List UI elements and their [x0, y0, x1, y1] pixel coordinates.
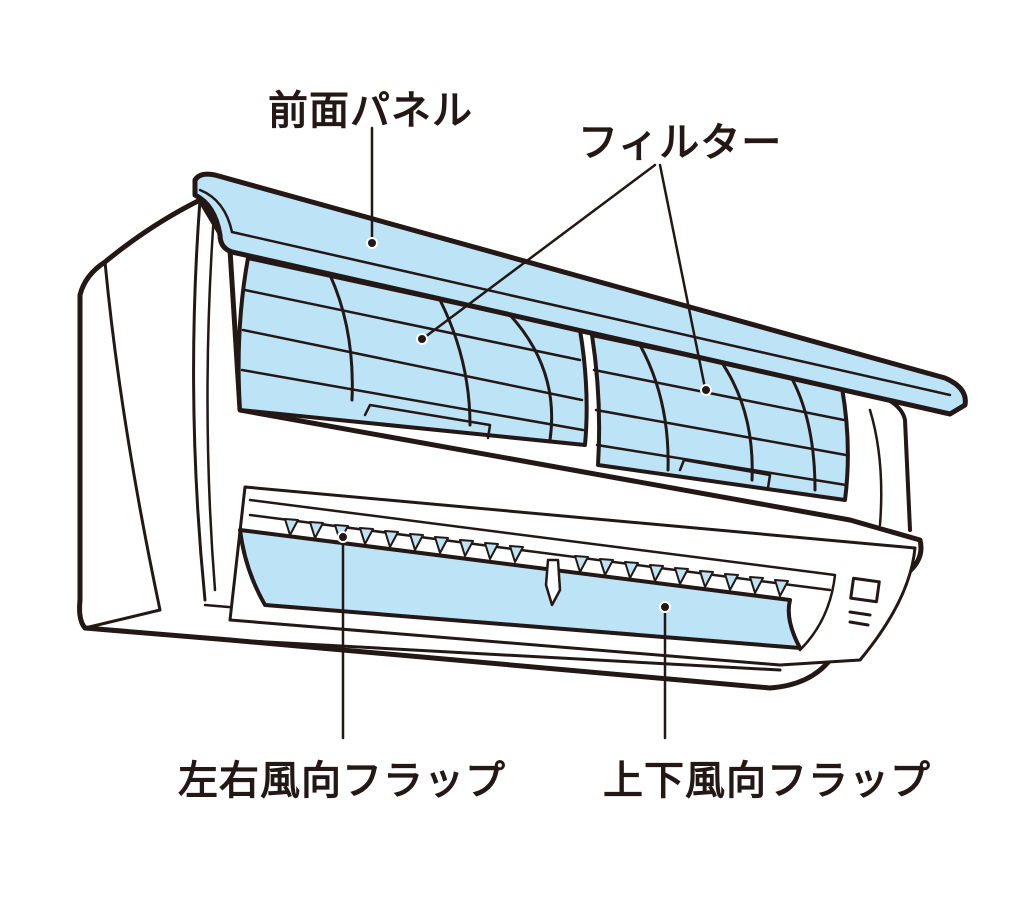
label-filter: フィルター [578, 120, 783, 166]
label-vertical-flap: 上下風向フラップ [603, 758, 931, 804]
vertical-flap [238, 528, 802, 650]
horizontal-vanes [284, 518, 789, 597]
label-front-panel: 前面パネル [268, 88, 473, 134]
filter-left [236, 256, 589, 447]
leader-filter-left [423, 163, 657, 339]
leader-filter-right [658, 163, 707, 390]
label-horizontal-flap: 左右風向フラップ [178, 758, 506, 804]
